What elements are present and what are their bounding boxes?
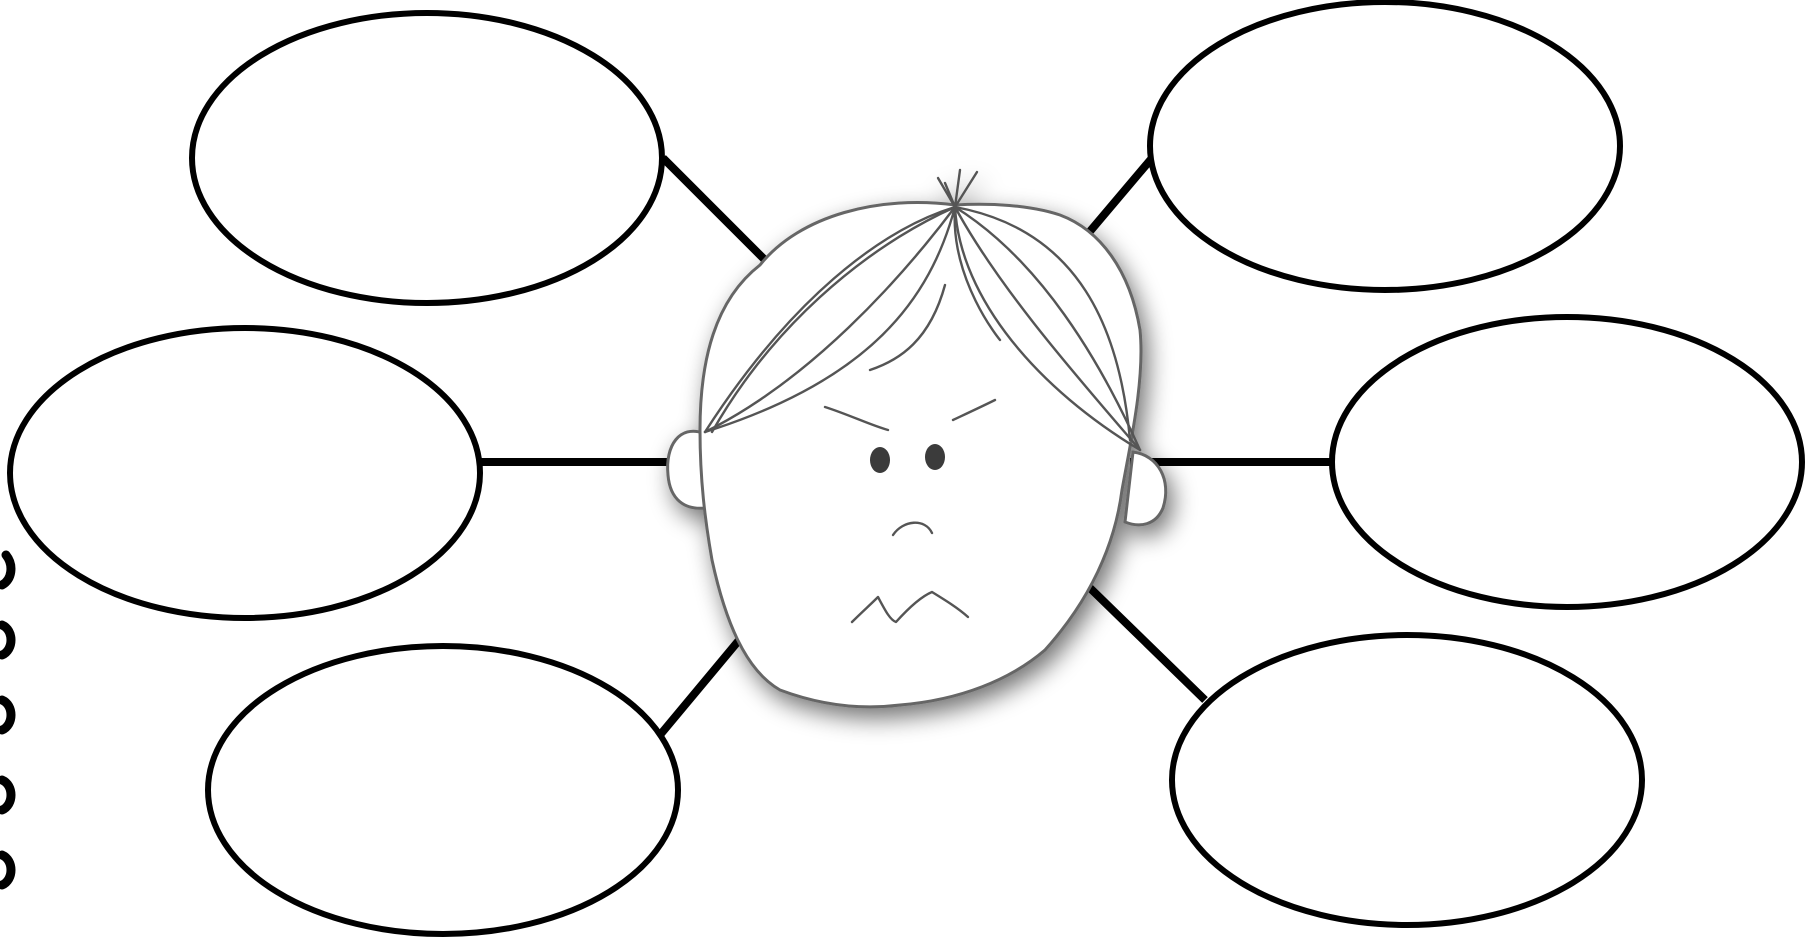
bubble-middle-right[interactable] [1332, 317, 1802, 607]
bubble-top-left[interactable] [192, 13, 662, 303]
bubble-middle-left[interactable] [10, 328, 480, 618]
left-eye [870, 447, 890, 473]
angry-face-icon [668, 170, 1166, 707]
head [700, 203, 1141, 707]
edge-decoration [2, 555, 11, 885]
right-eye [925, 444, 945, 470]
bubble-bottom-left[interactable] [208, 646, 678, 934]
bubble-top-right[interactable] [1150, 2, 1620, 290]
bubble-bottom-right[interactable] [1172, 635, 1642, 925]
connector-top-left [663, 158, 780, 275]
connector-bottom-right [1090, 588, 1205, 700]
